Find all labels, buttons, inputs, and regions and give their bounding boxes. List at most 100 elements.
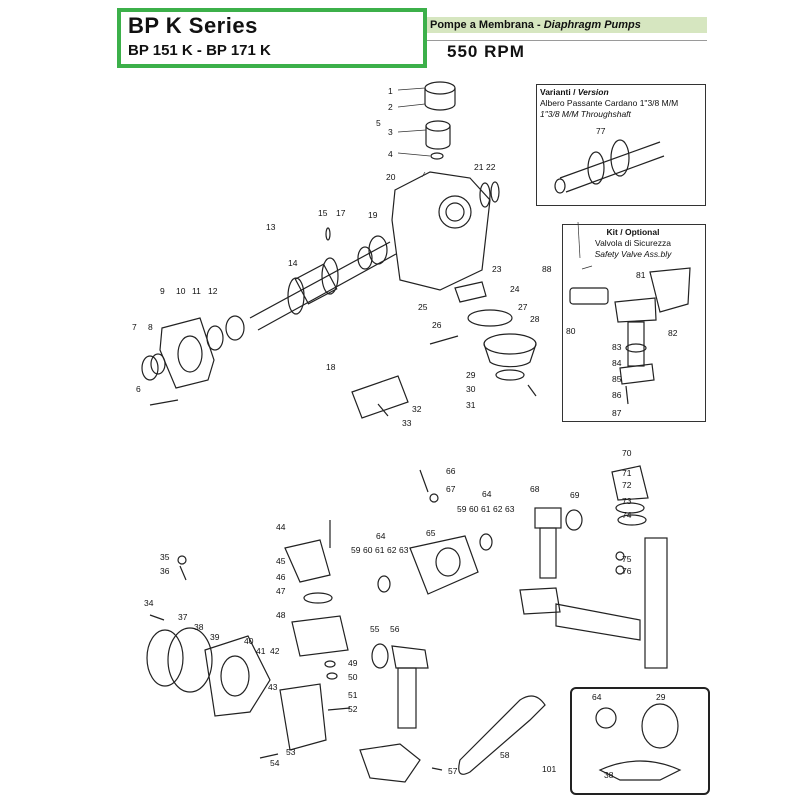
callout-20: 20 bbox=[386, 172, 396, 182]
callout-9: 9 bbox=[160, 286, 165, 296]
pump-type: Pompe a Membrana - Diaphragm Pumps bbox=[430, 19, 641, 31]
kit-title: Kit / Optional bbox=[606, 227, 660, 237]
callout-101: 101 bbox=[542, 764, 556, 774]
callout-87: 87 bbox=[612, 408, 622, 418]
callout-57: 57 bbox=[448, 766, 458, 776]
callout-11: 11 bbox=[192, 286, 201, 296]
callout-14: 14 bbox=[288, 258, 298, 268]
callout-53: 53 bbox=[286, 747, 296, 757]
callout-47: 47 bbox=[276, 586, 286, 596]
callout-33: 33 bbox=[402, 418, 412, 428]
callout-63-group-a: 63 bbox=[399, 545, 409, 555]
callout-13: 13 bbox=[266, 222, 276, 232]
callout-15: 15 bbox=[318, 208, 328, 218]
callout-76: 76 bbox=[622, 566, 632, 576]
callout-35: 35 bbox=[160, 552, 170, 562]
callout-22: 22 bbox=[486, 162, 496, 172]
callout-1: 1 bbox=[388, 86, 393, 96]
callout-81: 81 bbox=[636, 270, 646, 280]
callout-75: 75 bbox=[622, 554, 632, 564]
callout-27: 27 bbox=[518, 302, 528, 312]
callout-2: 2 bbox=[388, 102, 393, 112]
callout-31: 31 bbox=[466, 400, 476, 410]
callout-60-group-a: 60 bbox=[363, 545, 373, 555]
repair-kit-label-29: 29 bbox=[656, 692, 666, 702]
kit-line-2: Safety Valve Ass.bly bbox=[594, 249, 672, 259]
callout-88: 88 bbox=[542, 264, 552, 274]
kit-line-1: Valvola di Sicurezza bbox=[595, 238, 671, 248]
callout-40: 40 bbox=[244, 636, 254, 646]
callout-73: 73 bbox=[622, 496, 632, 506]
callout-46: 46 bbox=[276, 572, 286, 582]
variant-line-2: 1"3/8 M/M Throughshaft bbox=[540, 109, 631, 119]
callout-64-group-b: 64 bbox=[482, 489, 492, 499]
callout-65: 65 bbox=[426, 528, 436, 538]
callout-25: 25 bbox=[418, 302, 428, 312]
callout-37: 37 bbox=[178, 612, 188, 622]
callout-63-group-b: 63 bbox=[505, 504, 515, 514]
callout-30: 30 bbox=[466, 384, 476, 394]
callout-7: 7 bbox=[132, 322, 137, 332]
callout-49: 49 bbox=[348, 658, 358, 668]
variant-title: Varianti / Version bbox=[540, 87, 609, 97]
callout-80: 80 bbox=[566, 326, 576, 336]
callout-36: 36 bbox=[160, 566, 170, 576]
callout-21: 21 bbox=[474, 162, 484, 172]
callout-74: 74 bbox=[622, 510, 632, 520]
callout-59-group-a: 59 bbox=[351, 545, 361, 555]
part-drawings bbox=[141, 81, 691, 783]
callout-64-group-a: 64 bbox=[376, 531, 386, 541]
callout-26: 26 bbox=[432, 320, 442, 330]
callout-44: 44 bbox=[276, 522, 286, 532]
callout-41: 41 bbox=[256, 646, 266, 656]
variant-box bbox=[536, 84, 706, 206]
series-title: BP K Series bbox=[128, 13, 258, 38]
model-names: BP 151 K - BP 171 K bbox=[128, 42, 271, 59]
callout-59-group-b: 59 bbox=[457, 504, 467, 514]
variant-line-1: Albero Passante Cardano 1"3/8 M/M bbox=[540, 98, 679, 108]
callout-17: 17 bbox=[336, 208, 346, 218]
callout-72: 72 bbox=[622, 480, 632, 490]
series-highlight-box bbox=[117, 8, 427, 68]
callout-71: 71 bbox=[622, 468, 632, 478]
callout-69: 69 bbox=[570, 490, 580, 500]
callout-82: 82 bbox=[668, 328, 678, 338]
repair-kit-label-38: 38 bbox=[604, 770, 614, 780]
callout-29: 29 bbox=[466, 370, 476, 380]
callout-28: 28 bbox=[530, 314, 540, 324]
callout-54: 54 bbox=[270, 758, 280, 768]
callout-48: 48 bbox=[276, 610, 286, 620]
callout-66: 66 bbox=[446, 466, 456, 476]
callout-55: 55 bbox=[370, 624, 380, 634]
callout-24: 24 bbox=[510, 284, 520, 294]
callout-52: 52 bbox=[348, 704, 358, 714]
callout-61-group-b: 61 bbox=[481, 504, 491, 514]
callout-43: 43 bbox=[268, 682, 278, 692]
callout-56: 56 bbox=[390, 624, 400, 634]
callout-19: 19 bbox=[368, 210, 378, 220]
callout-32: 32 bbox=[412, 404, 422, 414]
callout-50: 50 bbox=[348, 672, 358, 682]
callout-38: 38 bbox=[194, 622, 204, 632]
callout-51: 51 bbox=[348, 690, 358, 700]
callout-39: 39 bbox=[210, 632, 220, 642]
callout-45: 45 bbox=[276, 556, 286, 566]
callout-62-group-a: 62 bbox=[387, 545, 397, 555]
callout-83: 83 bbox=[612, 342, 622, 352]
callout-34: 34 bbox=[144, 598, 154, 608]
callout-77: 77 bbox=[596, 126, 606, 136]
rpm-label: 550 RPM bbox=[447, 42, 525, 61]
callout-61-group-a: 61 bbox=[375, 545, 385, 555]
callout-12: 12 bbox=[208, 286, 218, 296]
callout-70: 70 bbox=[622, 448, 632, 458]
callout-18: 18 bbox=[326, 362, 336, 372]
repair-kit-box bbox=[570, 687, 710, 795]
callout-62-group-b: 62 bbox=[493, 504, 503, 514]
callout-85: 85 bbox=[612, 374, 622, 384]
callout-3: 3 bbox=[388, 127, 393, 137]
callout-68: 68 bbox=[530, 484, 540, 494]
leader-lines bbox=[397, 87, 593, 270]
kit-box bbox=[562, 224, 706, 422]
